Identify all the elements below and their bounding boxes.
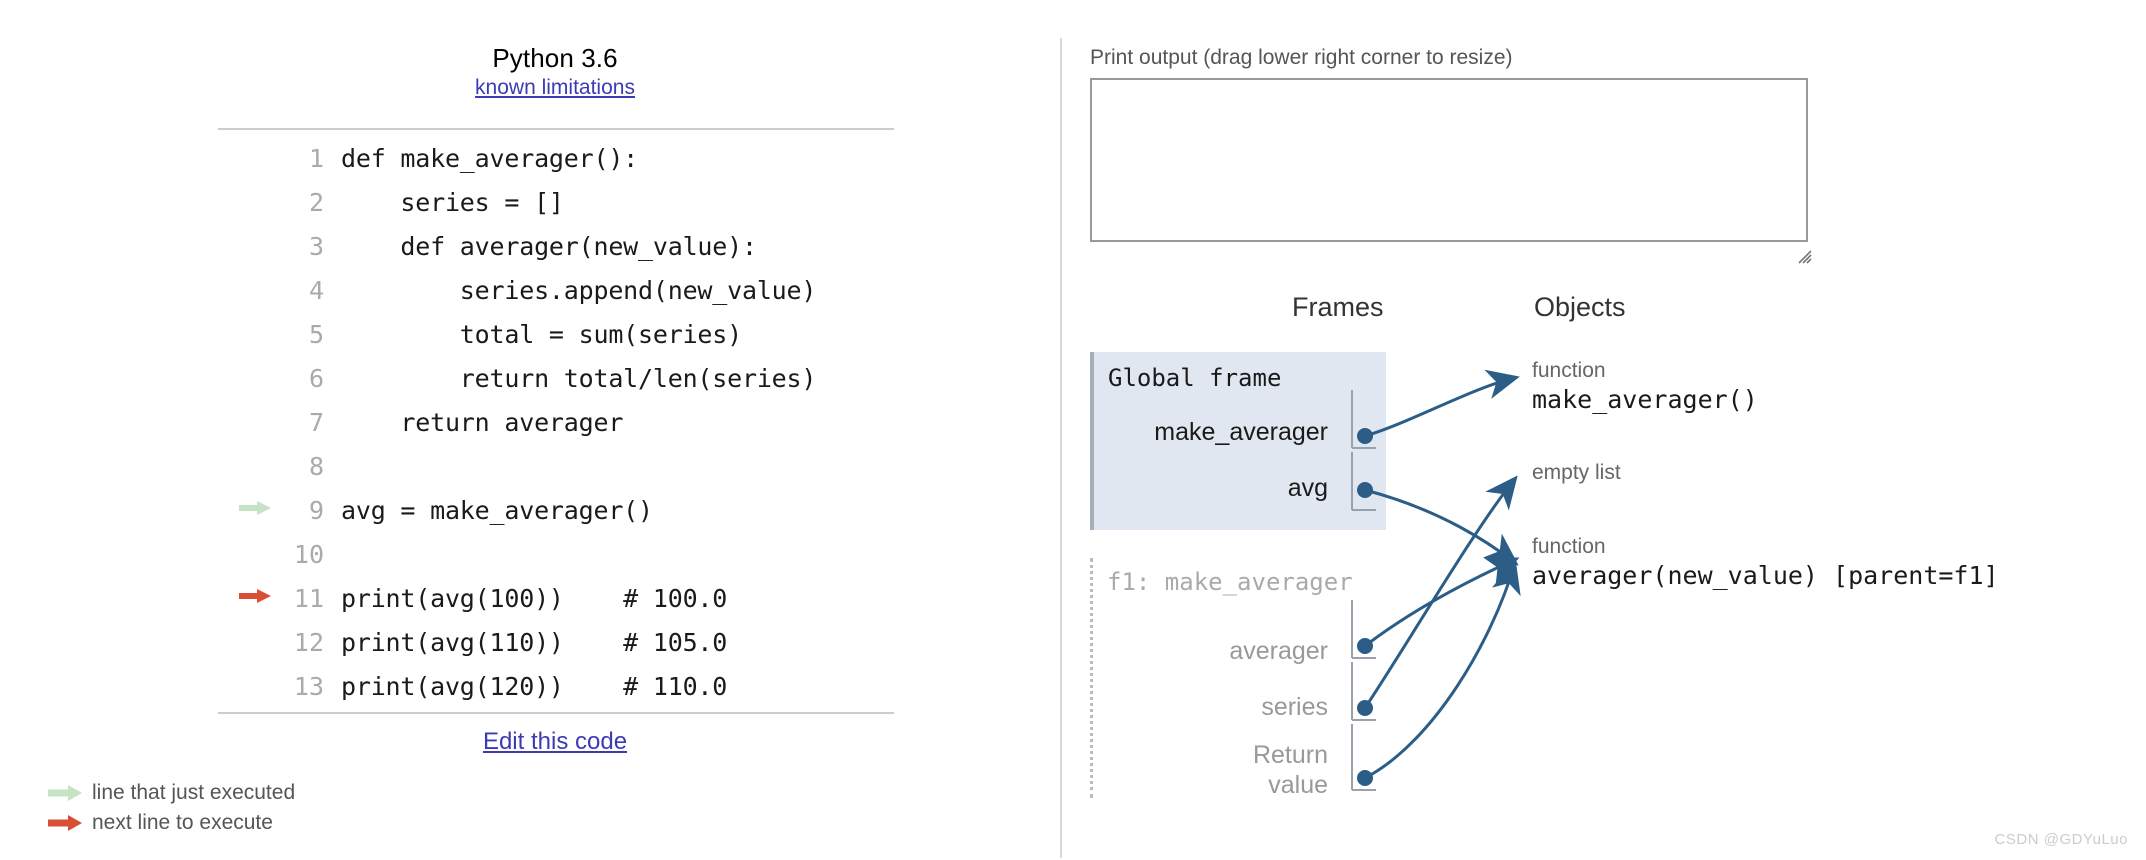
code-header: Python 3.6 known limitations [215,42,895,102]
legend-row-next: next line to execute [48,808,295,838]
code-line-text: print(avg(100)) # 100.0 [341,583,728,613]
object-type-label: function [1532,535,1606,558]
code-line-number: 12 [293,627,324,657]
legend-label-next: next line to execute [92,811,273,834]
object-name-label: make_averager() [1532,385,1758,414]
object-name-label: averager(new_value) [parent=f1] [1532,561,1999,590]
code-bottom-divider [218,712,894,714]
code-line-row[interactable]: 12 print(avg(110)) # 105.0 [218,620,894,664]
code-line-text [340,444,894,488]
code-line-number: 4 [308,275,324,305]
edit-this-code-link[interactable]: Edit this code [482,728,628,755]
code-line-row[interactable]: 7 return averager [218,400,894,444]
code-line-text: series = [] [341,187,564,217]
code-line-row[interactable]: 1 def make_averager(): [218,136,894,180]
code-line-marker-empty [218,356,279,400]
code-line-row[interactable]: 8 [218,444,894,488]
object-make-averager: function make_averager() [1532,358,1758,416]
code-line-number: 6 [308,363,324,393]
code-line-number: 13 [293,671,324,701]
code-line-row[interactable]: 3 def averager(new_value): [218,224,894,268]
panel-divider [1060,38,1062,858]
code-line-number: 9 [308,495,324,525]
print-output-label: Print output (drag lower right corner to… [1090,46,1513,69]
code-line-row[interactable]: 9 avg = make_averager() [218,488,894,532]
frame-f1-var-averager: averager [1229,637,1328,665]
code-line-number: 11 [293,583,324,613]
code-line-text: def make_averager(): [341,143,639,173]
code-line-marker-empty [218,664,279,708]
frame-global-var-make-averager: make_averager [1154,418,1328,446]
code-line-text: avg = make_averager() [341,495,653,525]
execution-legend: line that just executed next line to exe… [48,778,295,838]
frame-global: Global frame make_averager avg [1090,352,1386,530]
watermark-label: CSDN @GDYuLuo [1994,831,2128,848]
code-line-marker-empty [218,444,279,488]
object-type-label: empty list [1532,461,1621,484]
code-line-number: 1 [308,143,324,173]
code-line-number: 2 [308,187,324,217]
code-line-number: 5 [308,319,324,349]
code-line-text [340,532,894,576]
resize-handle-icon[interactable] [1796,248,1812,264]
code-line-row[interactable]: 11 print(avg(100)) # 100.0 [218,576,894,620]
code-line-text: print(avg(110)) # 105.0 [341,627,728,657]
code-line-text: return averager [341,407,624,437]
objects-heading: Objects [1534,292,1626,322]
object-type-label: function [1532,359,1606,382]
code-line-row[interactable]: 10 [218,532,894,576]
code-line-marker-empty [218,180,279,224]
code-line-marker-empty [218,532,279,576]
code-top-divider [218,128,894,130]
code-line-number: 7 [308,407,324,437]
frame-f1-var-series: series [1261,693,1328,721]
code-line-text: print(avg(120)) # 110.0 [341,671,728,701]
frame-f1: f1: make_averager averager series Return… [1090,558,1386,799]
code-line-number: 8 [308,451,324,481]
frame-f1-title: f1: make_averager [1107,568,1353,596]
frame-global-title: Global frame [1108,364,1282,392]
code-line-marker-empty [218,136,279,180]
visualization-panel: Print output (drag lower right corner to… [1062,0,2146,860]
frame-global-var-avg: avg [1287,474,1328,502]
code-line-row[interactable]: 4 series.append(new_value) [218,268,894,312]
object-averager: function averager(new_value) [parent=f1] [1532,534,1999,592]
code-line-number: 3 [308,231,324,261]
frames-heading: Frames [1292,292,1384,322]
code-line-marker-empty [218,312,279,356]
code-line-text: return total/len(series) [341,363,817,393]
code-panel: Python 3.6 known limitations 1 def make_a… [0,0,1060,860]
legend-row-executed: line that just executed [48,778,295,808]
code-line-marker-empty [218,620,279,664]
green-arrow-icon [48,784,88,802]
code-line-row[interactable]: 6 return total/len(series) [218,356,894,400]
code-line-marker-empty [218,224,279,268]
code-line-row[interactable]: 13 print(avg(120)) # 110.0 [218,664,894,708]
code-line-marker-empty [218,400,279,444]
code-line-row[interactable]: 2 series = [] [218,180,894,224]
code-line-row[interactable]: 5 total = sum(series) [218,312,894,356]
object-empty-list: empty list [1532,462,1621,484]
code-line-marker-empty [218,268,279,312]
code-line-text: total = sum(series) [341,319,742,349]
code-line-text: def averager(new_value): [341,231,757,261]
code-line-number: 10 [293,539,324,569]
red-arrow-icon [48,814,88,832]
red-arrow-icon [218,576,279,620]
legend-label-executed: line that just executed [92,781,296,804]
print-output-box[interactable] [1090,78,1808,242]
code-line-text: series.append(new_value) [341,275,817,305]
known-limitations-link[interactable]: known limitations [475,76,635,99]
python-version-label: Python 3.6 [492,43,618,73]
green-arrow-icon [218,488,279,532]
